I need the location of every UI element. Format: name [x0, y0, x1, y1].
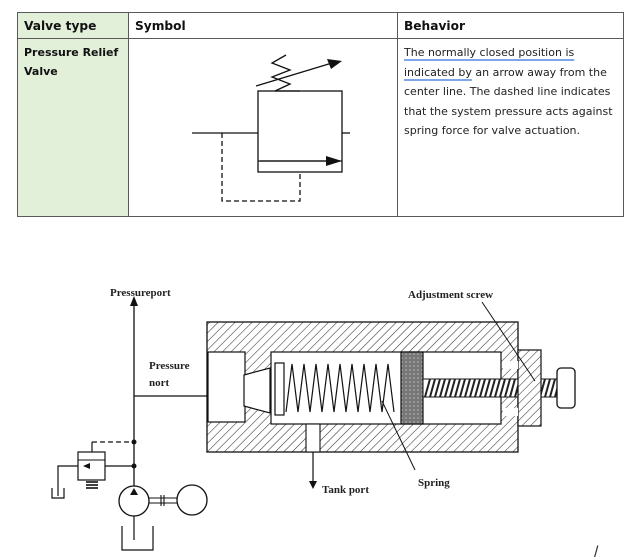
nut-gap-top — [503, 361, 518, 369]
table-row: Pressure Relief Valve The normally close… — [17, 38, 624, 217]
label-pressure-port-2: nort — [149, 377, 170, 389]
tank-port-passage — [305, 423, 321, 453]
relief-spring-icon — [86, 481, 98, 489]
table-header-row: Valve type Symbol Behavior — [17, 12, 624, 39]
symbol-cell — [128, 38, 398, 217]
label-pressureport: Pressureport — [110, 287, 171, 299]
adjust-arrow-line — [255, 62, 333, 87]
drain-tank-icon — [51, 488, 65, 499]
pilot-dashed-line — [221, 133, 301, 202]
pump-arrow — [130, 488, 138, 495]
label-pressure-port-1: Pressure — [149, 360, 190, 372]
header-valve-type: Valve type — [17, 12, 129, 39]
adjust-arrow-head — [327, 59, 342, 69]
label-spring: Spring — [418, 477, 450, 489]
label-adjustment-screw: Adjustment screw — [408, 289, 493, 301]
valve-type-line2: Valve — [24, 65, 58, 78]
adjustment-screw-leader — [481, 301, 536, 382]
lock-nut — [517, 349, 542, 427]
compression-spring — [285, 363, 395, 413]
spring-zigzag — [270, 54, 300, 92]
valve-table: Valve type Symbol Behavior Pressure Reli… — [17, 12, 624, 217]
junction-dot-1 — [131, 439, 137, 445]
behavior-text: an arrow away from the center line. The … — [404, 65, 613, 138]
poppet-cone — [243, 367, 271, 414]
tank-port-arrow — [309, 481, 317, 489]
behavior-underlined-2: indicated by — [404, 65, 472, 79]
pressure-relief-valve-symbol — [192, 54, 350, 202]
relief-arrow — [83, 463, 90, 469]
flow-arrow-head — [326, 156, 342, 166]
motor-icon — [176, 484, 208, 516]
stray-mark: / — [594, 544, 599, 560]
relief-valve-symbol-box — [77, 451, 106, 481]
poppet-plate — [274, 362, 285, 416]
inlet-chamber — [207, 351, 246, 423]
behavior-cell: The normally closed position is indicate… — [397, 38, 624, 217]
header-behavior: Behavior — [397, 12, 624, 39]
pressure-arrow-head — [130, 296, 138, 306]
screw-head — [556, 367, 576, 409]
relief-drain-line — [57, 465, 78, 496]
spring-leader — [381, 400, 416, 471]
nut-gap-bottom — [503, 408, 518, 416]
behavior-underlined-1: The normally closed position is — [404, 46, 575, 59]
valve-type-line1: Pressure Relief — [24, 46, 119, 59]
label-tank-port: Tank port — [322, 484, 369, 496]
relief-valve-cross-section: Pressureport Pressure nort Adjustment sc… — [51, 287, 599, 560]
reservoir-tank-icon — [121, 526, 154, 551]
spring-seat — [400, 351, 424, 425]
